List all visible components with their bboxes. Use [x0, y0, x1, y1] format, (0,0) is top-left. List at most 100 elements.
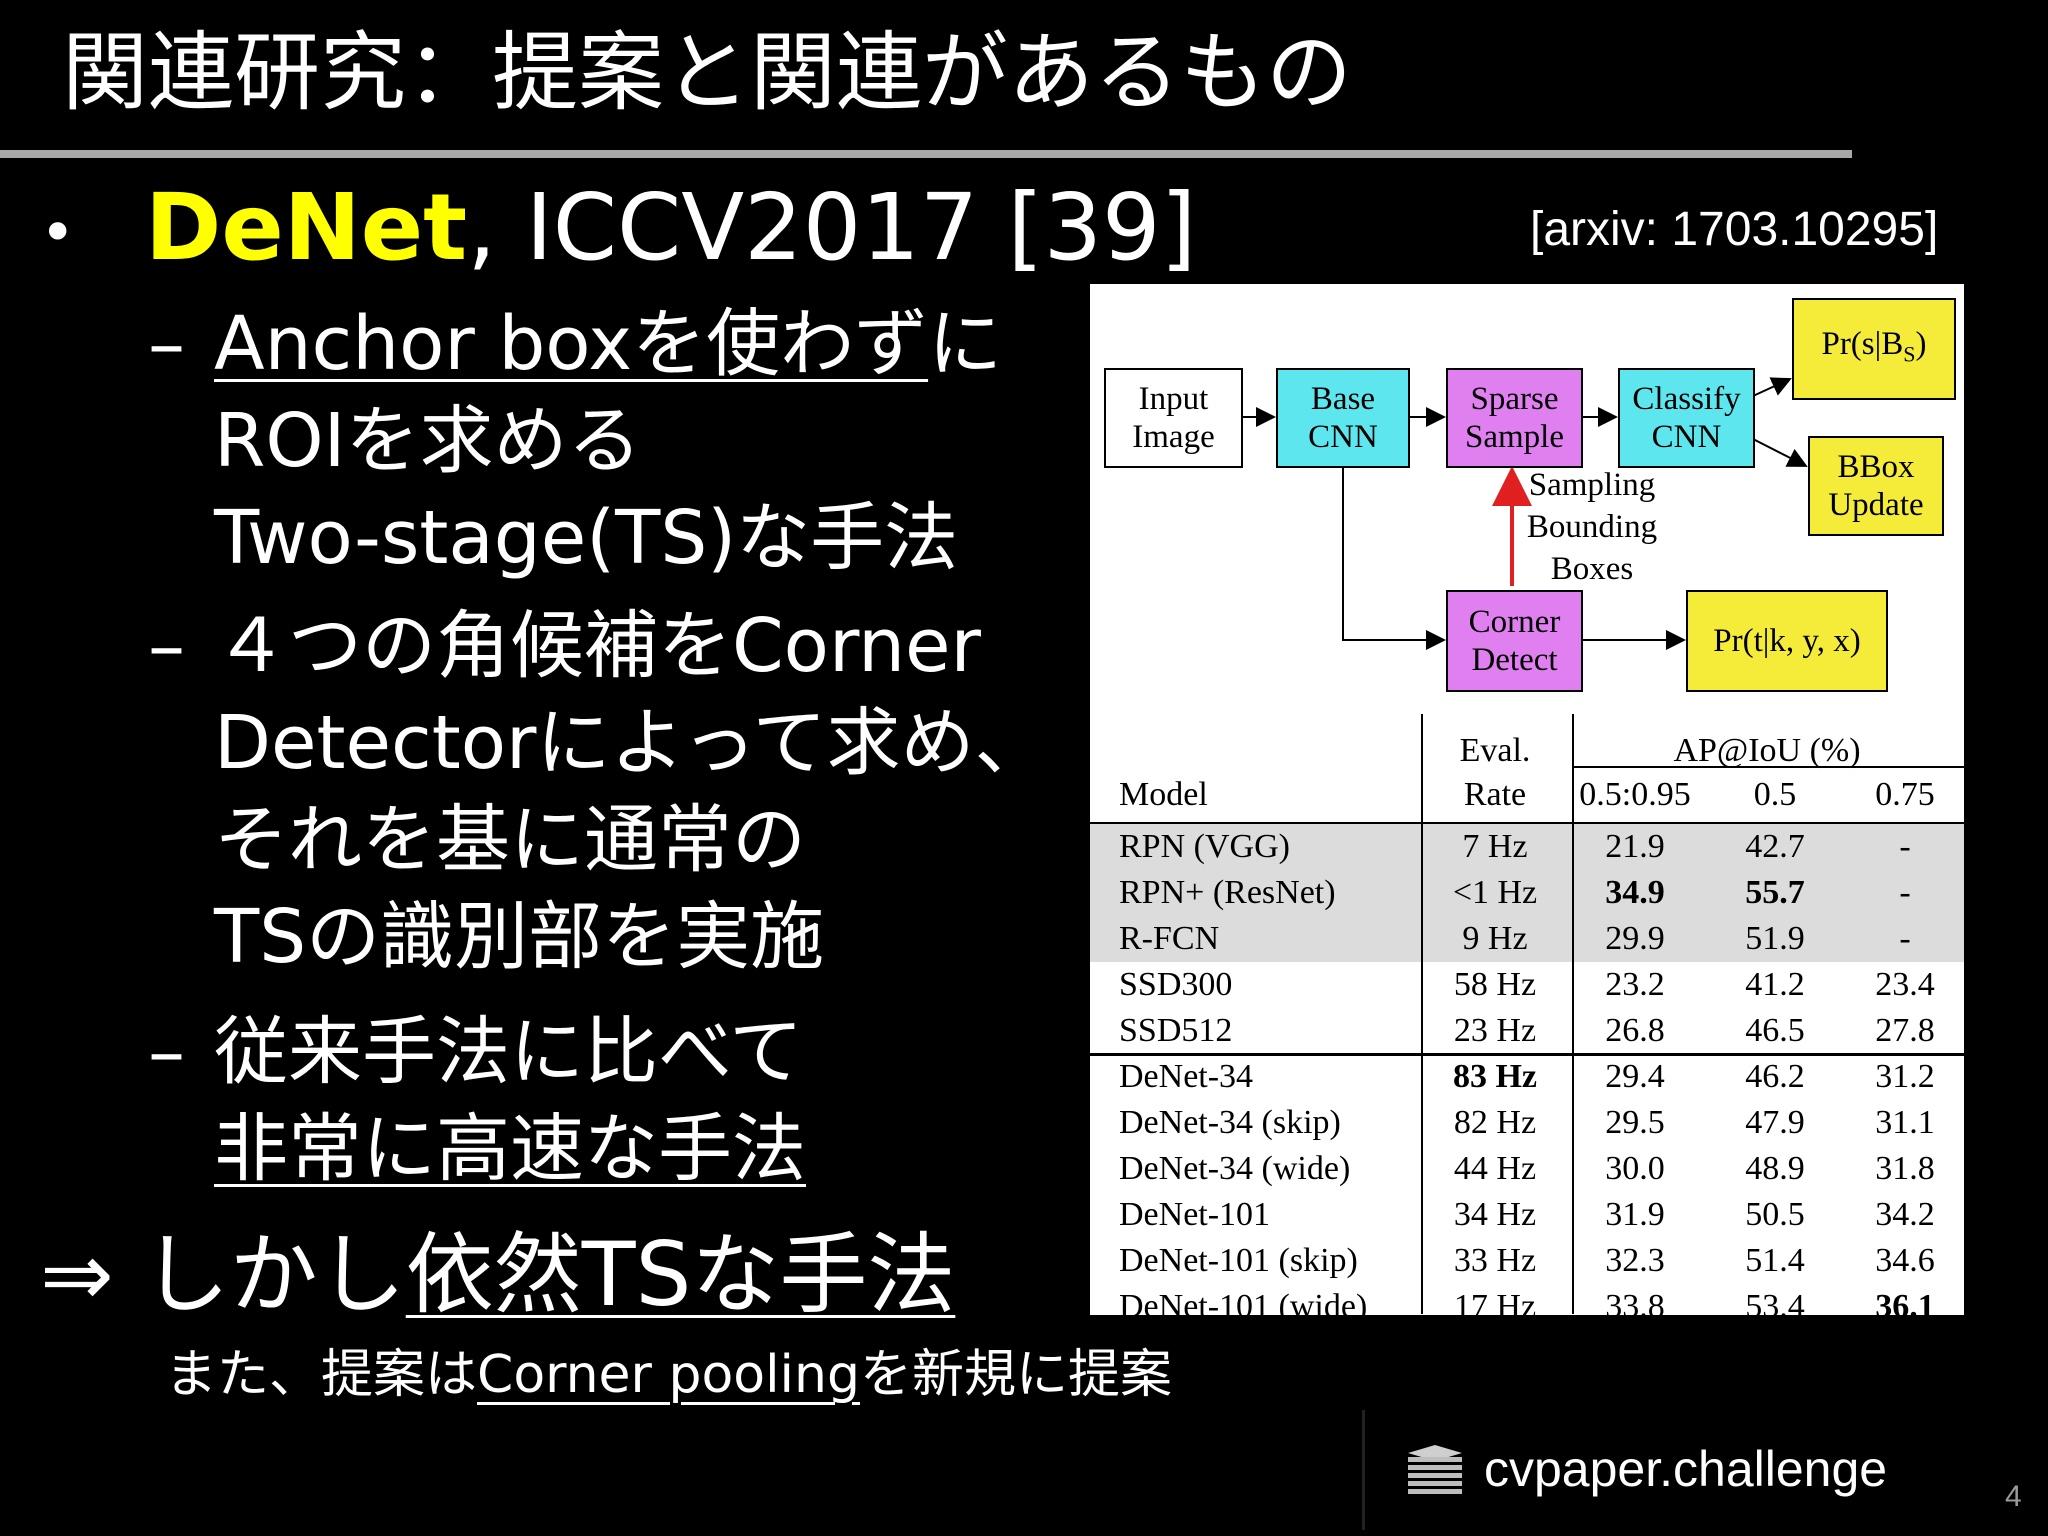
box-label: CNN	[1651, 419, 1722, 455]
box-label: Sample	[1465, 419, 1564, 455]
dash-marker: –	[148, 1009, 185, 1095]
note: また、提案はCorner poolingを新規に提案	[165, 1340, 1172, 1410]
note-suffix: を新規に提案	[859, 1345, 1172, 1405]
table-cell-ap1: 34.9	[1605, 874, 1665, 911]
pr-s-box: Pr(s|BS)	[1792, 298, 1956, 400]
diagram-arrows	[1241, 377, 1808, 650]
table-cell-model: SSD512	[1119, 1012, 1233, 1049]
label-line: Sampling	[1528, 467, 1656, 503]
table-row: DeNet-101 (skip) 33 Hz 32.3 51.4 34.6	[1090, 1238, 1964, 1284]
table-cell-ap3: 31.2	[1875, 1058, 1935, 1095]
table-cell-model: SSD300	[1119, 966, 1233, 1003]
table-cell-rate: 82 Hz	[1453, 1104, 1537, 1141]
table-cell-ap3: 23.4	[1875, 966, 1935, 1003]
table-cell-ap2: 46.5	[1745, 1012, 1805, 1049]
table-cell-ap3: 27.8	[1875, 1012, 1935, 1049]
table-cell-ap2: 51.4	[1745, 1242, 1805, 1279]
title-divider	[0, 150, 1852, 158]
bullet-text: ４つの角候補をCorner	[214, 603, 981, 689]
table-cell-ap3: 31.1	[1875, 1104, 1935, 1141]
bullet-text: それを基に通常の	[214, 797, 806, 883]
cvpaper-logo: cvpaper.challenge	[1404, 1440, 1887, 1498]
box-label: Pr(s|B	[1821, 325, 1904, 362]
table-divider	[1421, 714, 1423, 1314]
table-cell-ap3: -	[1899, 828, 1911, 865]
col-header-rate: Rate	[1463, 776, 1527, 813]
bullet-text: に	[928, 301, 1003, 387]
table-cell-ap1: 30.0	[1605, 1150, 1665, 1187]
note-prefix: また、提案は	[165, 1345, 478, 1405]
table-cell-model: RPN+ (ResNet)	[1119, 874, 1336, 911]
slide-title: 関連研究：提案と関連があるもの	[62, 23, 1352, 123]
table-cell-model: DeNet-34	[1119, 1058, 1254, 1095]
table-cell-ap3: 34.2	[1875, 1196, 1935, 1233]
table-cell-model: DeNet-101 (skip)	[1119, 1242, 1358, 1279]
table-cell-model: DeNet-34 (skip)	[1119, 1104, 1341, 1141]
table-cell-ap2: 53.4	[1745, 1288, 1805, 1315]
table-cell-model: DeNet-101 (wide)	[1119, 1288, 1368, 1315]
box-label: )	[1915, 325, 1927, 362]
box-label: Corner	[1468, 604, 1561, 640]
table-cell-ap1: 29.9	[1605, 920, 1665, 957]
table-cell-model: DeNet-101	[1119, 1196, 1271, 1233]
table-cell-ap2: 47.9	[1745, 1104, 1805, 1141]
bullet-icon: •	[40, 198, 76, 269]
table-cell-rate: 23 Hz	[1453, 1012, 1537, 1049]
table-cell-rate: 83 Hz	[1452, 1058, 1538, 1095]
table-cell-rate: <1 Hz	[1452, 874, 1538, 911]
paper-heading: •DeNet, ICCV2017 [39]	[40, 170, 1196, 291]
bullet-text: TSの識別部を実施	[214, 894, 825, 980]
table-cell-ap1: 32.3	[1605, 1242, 1665, 1279]
table-divider	[1572, 766, 1964, 768]
box-label: Image	[1132, 419, 1215, 455]
table-cell-ap3: 34.6	[1875, 1242, 1935, 1279]
logo-text: cvpaper.challenge	[1484, 1441, 1888, 1497]
table-cell-rate: 33 Hz	[1453, 1242, 1537, 1279]
dash-marker: –	[148, 603, 185, 689]
table-cell-ap1: 29.5	[1605, 1104, 1665, 1141]
dash-marker: –	[148, 301, 185, 387]
table-cell-rate: 34 Hz	[1453, 1196, 1537, 1233]
table-cell-ap2: 42.7	[1745, 828, 1805, 865]
box-label: Sparse	[1470, 381, 1559, 417]
paper-venue: , ICCV2017 [39]	[467, 174, 1197, 281]
box-label: CNN	[1308, 419, 1378, 455]
table-cell-ap1: 23.2	[1605, 966, 1665, 1003]
footer-divider	[1362, 1410, 1365, 1530]
table-cell-model: RPN (VGG)	[1119, 828, 1290, 865]
table-cell-ap2: 48.9	[1745, 1150, 1805, 1187]
table-cell-ap1: 31.9	[1605, 1196, 1665, 1233]
box-label: BBox	[1837, 449, 1915, 485]
table-divider	[1090, 1053, 1964, 1056]
table-cell-ap2: 46.2	[1745, 1058, 1805, 1095]
page-number: 4	[2005, 1480, 2022, 1513]
label-line: Bounding	[1526, 509, 1658, 545]
logo-icon	[1408, 1445, 1462, 1494]
table-cell-ap3: 36.1	[1875, 1288, 1935, 1315]
box-label: S	[1903, 341, 1916, 367]
box-label: Classify	[1632, 381, 1741, 417]
table-cell-ap1: 21.9	[1605, 828, 1665, 865]
table-cell-ap3: -	[1899, 920, 1911, 957]
anchor-box-text: Anchor boxを使わず	[214, 301, 929, 387]
table-cell-ap1: 33.8	[1605, 1288, 1665, 1315]
table-cell-rate: 9 Hz	[1462, 920, 1528, 957]
table-cell-ap2: 51.9	[1745, 920, 1805, 957]
table-cell-rate: 44 Hz	[1453, 1150, 1537, 1187]
corner-pooling-text: Corner pooling	[477, 1345, 860, 1405]
table-cell-model: DeNet-34 (wide)	[1119, 1150, 1351, 1187]
arxiv-reference: [arxiv: 1703.10295]	[1530, 203, 1939, 256]
bullet-text: ROIを求める	[214, 398, 642, 484]
